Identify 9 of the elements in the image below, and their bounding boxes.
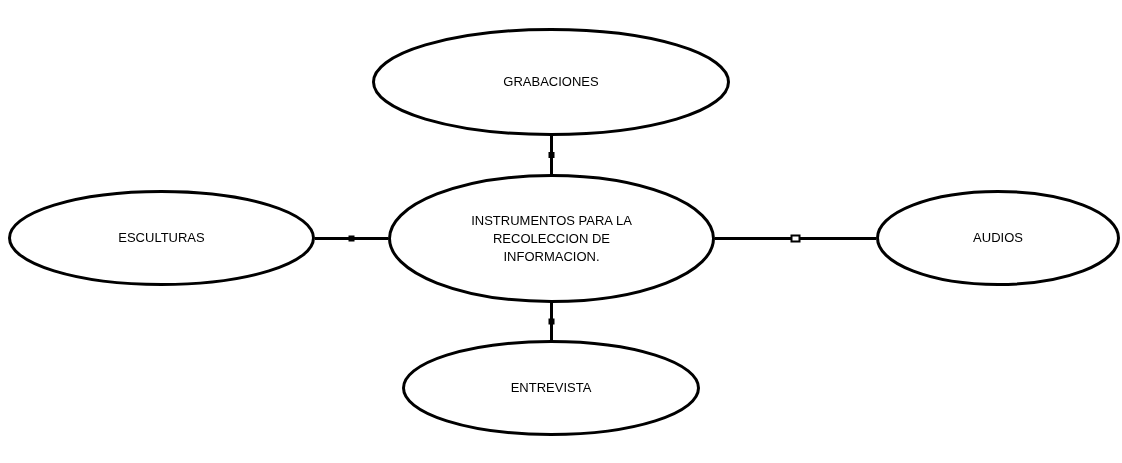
node-label: ESCULTURAS: [118, 229, 205, 247]
node-label: INSTRUMENTOS PARA LA RECOLECCION DE INFORMACION.: [470, 211, 633, 266]
connector-line: [548, 136, 555, 174]
connector-line: [548, 303, 555, 340]
connector-line: [715, 234, 876, 243]
connector-line: [315, 235, 388, 242]
node-label: ENTREVISTA: [510, 379, 592, 397]
node-label: AUDIOS: [973, 229, 1023, 247]
node-label: GRABACIONES: [503, 73, 599, 91]
